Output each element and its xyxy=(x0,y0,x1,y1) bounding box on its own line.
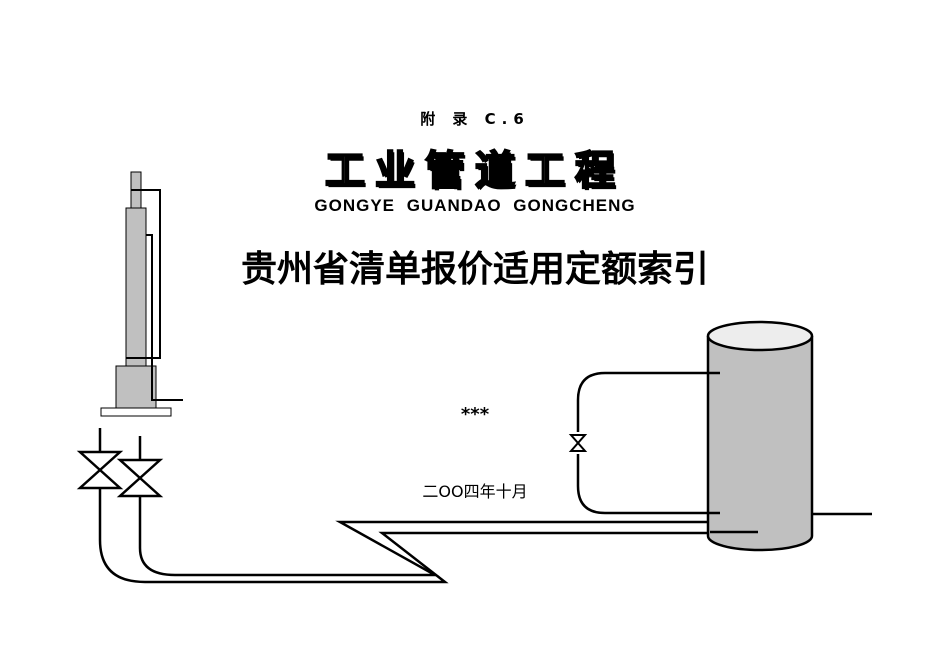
author-placeholder: *** xyxy=(460,404,490,425)
bypass-pipe xyxy=(576,371,720,515)
storage-tank xyxy=(706,320,872,552)
pipeline xyxy=(98,488,710,584)
gate-valve-left xyxy=(76,428,124,490)
small-valve xyxy=(568,434,588,452)
appendix-label: 附 录 C.6 xyxy=(420,110,530,128)
subtitle: 贵州省清单报价适用定额索引 xyxy=(240,249,709,290)
publication-date: 二OO四年十月 xyxy=(422,482,528,501)
column-equipment xyxy=(100,171,183,417)
title-chinese: 工业管道工程 xyxy=(324,147,625,195)
title-pinyin: GONGYE GUANDAO GONGCHENG xyxy=(314,196,636,215)
